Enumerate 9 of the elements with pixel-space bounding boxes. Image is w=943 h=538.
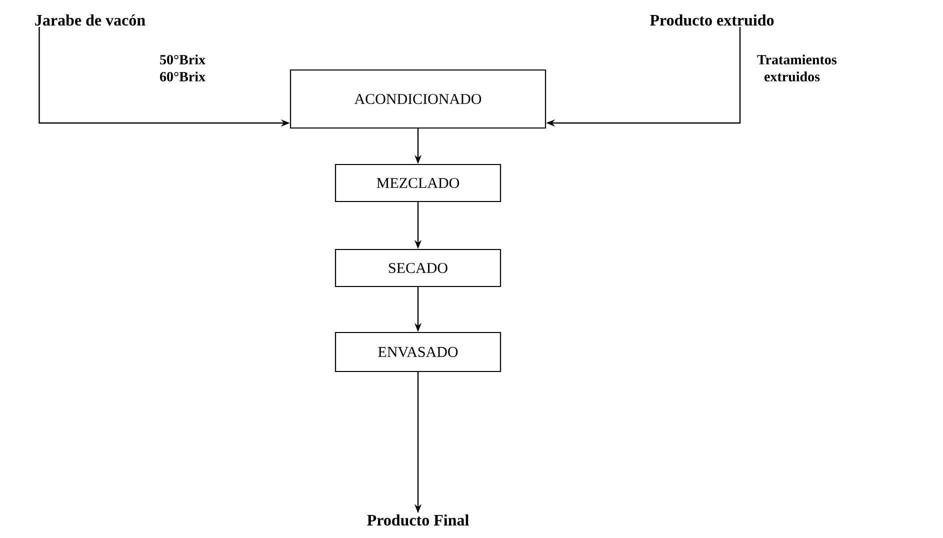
process-box: ENVASADO xyxy=(334,332,502,372)
output-label: Producto Final xyxy=(367,514,469,526)
edge-label: Tratamientos extruidos xyxy=(756,54,836,82)
input-label: Producto extruido xyxy=(650,14,774,26)
input-label: Jarabe de vacón xyxy=(35,14,146,26)
process-box: SECADO xyxy=(334,248,502,288)
process-box: MEZCLADO xyxy=(334,164,502,202)
edge-label: 50°Brix 60°Brix xyxy=(158,54,206,82)
process-box: ACONDICIONADO xyxy=(290,69,546,129)
